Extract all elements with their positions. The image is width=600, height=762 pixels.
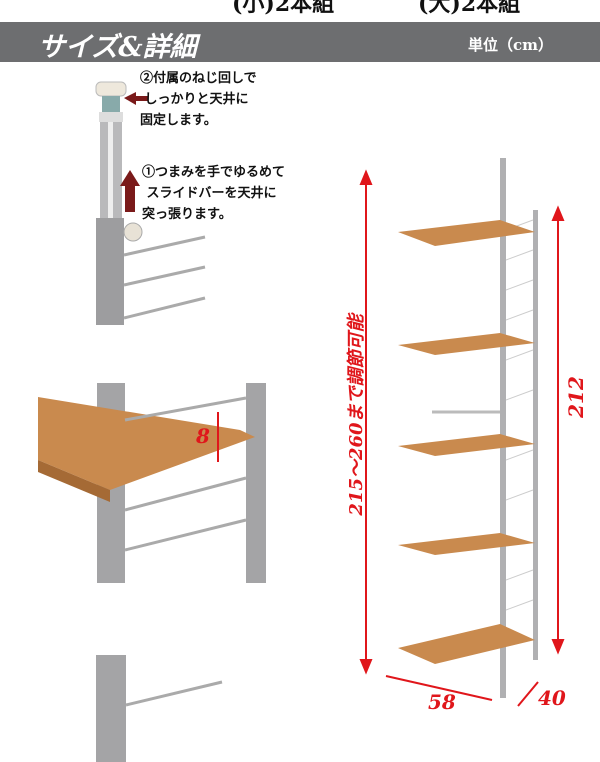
large-set-label: (大)2本組 (418, 0, 521, 17)
shelf-gap-dimension: 8 (196, 424, 210, 448)
depth-dimension: 40 (538, 686, 566, 710)
step1-note: ①つまみを手でゆるめて スライドバーを天井に 突っ張ります。 (142, 165, 286, 222)
small-set-label: (小)2本組 (232, 0, 335, 17)
section-title: サイズ&詳細 (38, 32, 197, 63)
section-header: サイズ&詳細 単位（cm） (0, 22, 600, 63)
shelf-unit-diagram (398, 158, 538, 698)
arrow-up-icon (120, 170, 140, 212)
unit-label: 単位（cm） (468, 36, 554, 54)
step2-note: ②付属のねじ回しで しっかりと天井に 固定します。 (140, 71, 257, 128)
dimension-lines (359, 169, 565, 707)
height-range-dimension: 215～260まで調節可能 (346, 314, 367, 516)
frame-height-dimension: 212 (563, 376, 588, 418)
shelf-detail-image (38, 383, 266, 583)
width-dimension: 58 (428, 690, 456, 714)
pole-detail-image (95, 81, 206, 325)
base-detail-image (96, 655, 223, 762)
arrow-left-icon (124, 92, 148, 105)
